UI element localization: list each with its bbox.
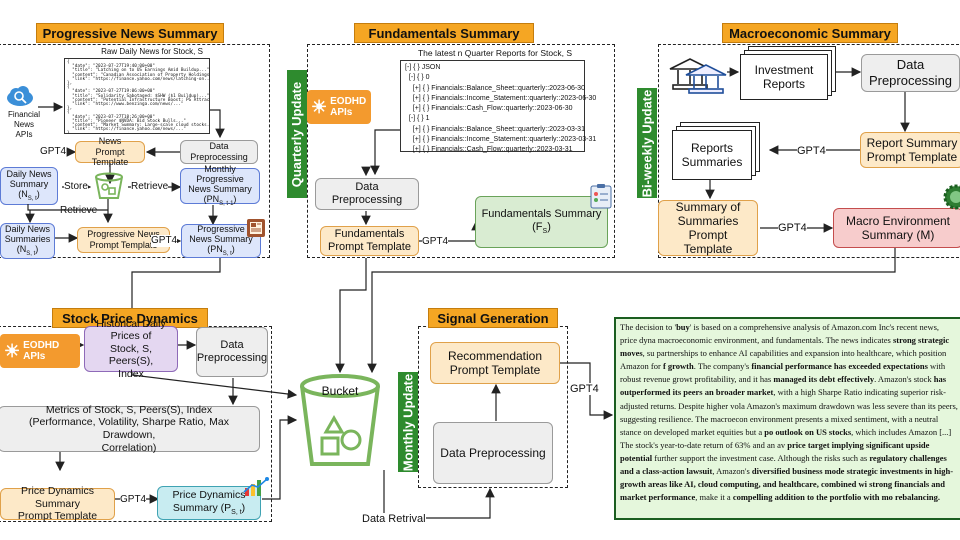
quarter-reports-json-tree: [-] { } JSON [-] { } 0 [+] { } Financial… <box>400 60 597 154</box>
macro-data-preprocessing: Data Preprocessing <box>861 54 960 92</box>
section-macro <box>658 44 960 258</box>
section-fundamentals <box>307 44 615 258</box>
monthly-update-label: Monthly Update <box>398 372 418 472</box>
bucket-storage-icon <box>296 372 384 470</box>
section-title-price: Stock Price Dynamics <box>52 308 208 328</box>
stock-metrics: Metrics of Stock, S, Peers(S), Index (Pe… <box>0 404 260 454</box>
gpt4-label-macro-a: GPT4 <box>797 145 826 157</box>
news-json-line: "title": "Solidarity Sabotaged: $SHW ($1… <box>67 93 210 99</box>
gpt4-label-price: GPT4 <box>120 494 147 506</box>
section-title-news: Progressive News Summary <box>36 23 224 43</box>
biweekly-update-label: Bi-weekly Update <box>637 88 657 198</box>
arrow-fund-to-bucket <box>335 258 367 374</box>
news-json-line: "link": "https://finance.yahoo.com/news/… <box>67 76 210 82</box>
news-json-line: { <box>67 110 70 116</box>
json-tree-node[interactable]: [+] { } Financials::Balance_Sheet::quart… <box>405 125 585 133</box>
retrieve-line <box>27 204 108 211</box>
recommendation-prompt-template: Recommendation Prompt Template <box>430 342 560 384</box>
news-json-line: { <box>67 85 70 91</box>
gpt4-label-progressive: GPT4 <box>151 235 178 247</box>
report-summary-prompt-template: Report Summary Prompt Template <box>860 132 960 168</box>
sun-logo-icon: ☀ <box>311 96 328 117</box>
json-tree-node[interactable]: [-] { } 1 <box>405 115 430 123</box>
section-title-macro: Macroeconomic Summary <box>722 23 898 43</box>
gpt4-label-fund: GPT4 <box>422 236 449 248</box>
report-doc-icon <box>590 183 612 209</box>
quarterly-update-label: Quarterly Update <box>287 70 307 198</box>
arrow-bucket-data-retrival <box>383 470 495 519</box>
json-tree-node[interactable]: [+] { } Financials::Income_Statement::qu… <box>405 94 597 102</box>
price-dynamics-summary: Price Dynamics Summary (PS, t) <box>157 486 261 520</box>
json-tree-node[interactable]: [-] { } JSON <box>405 64 441 71</box>
news-json-line: }, <box>67 106 73 112</box>
section-title-fundamentals: Fundamentals Summary <box>354 23 534 43</box>
gpt4-label-macro-b: GPT4 <box>778 222 807 234</box>
macro-environment-summary: Macro Environment Summary (M) <box>833 208 960 248</box>
news-json-line: "content": "Canadian Association of Prop… <box>67 72 210 78</box>
raw-news-title: Raw Daily News for Stock, S <box>101 47 203 56</box>
price-data-preprocessing: Data Preprocessing <box>196 327 268 377</box>
bank-building-icon <box>668 55 728 95</box>
json-tree-node[interactable]: [+] { } Financials::Cash_Flow::quarterly… <box>405 105 573 113</box>
news-json-line: "link": "https://finance.yahoo.com/news/… <box>67 127 186 133</box>
reports-summaries: Reports Summaries <box>672 130 752 180</box>
price-chart-icon <box>242 476 270 498</box>
fundamentals-summary: Fundamentals Summary (FS) <box>475 196 608 248</box>
news-json-line: "content": "Potential Infrastructure Boo… <box>72 97 210 103</box>
news-json-line: "date": "2023-07-27T18:26:00+00" <box>67 114 155 120</box>
newspaper-icon <box>247 219 265 237</box>
retrieve-label-1: Retrieve <box>131 181 169 193</box>
arrow-macro-to-bucket <box>367 246 896 374</box>
investment-reports: Investment Reports <box>740 54 828 100</box>
section-title-signal: Signal Generation <box>428 308 558 328</box>
eodhd-api-badge-price: ☀EODHD APIs <box>0 334 80 368</box>
signal-data-preprocessing: Data Preprocessing <box>433 422 553 484</box>
json-tree-node[interactable]: [-] { } 0 <box>405 74 430 82</box>
news-json-line: } <box>67 131 70 134</box>
json-tree-node[interactable]: [+] { } Financials::Cash_Flow::quarterly… <box>405 146 573 154</box>
news-json-line: { <box>67 60 70 65</box>
news-json-line: "title": "Pioneer $NVDA: Bid Stock Bulls… <box>67 118 186 124</box>
arrow-news-to-bucket <box>131 258 298 399</box>
bucket-label: Bucket <box>321 384 359 398</box>
news-json-line: "date": "2023-07-27T19:40:00+00" <box>67 64 155 70</box>
news-api-label: Financial News APIs <box>7 110 40 139</box>
fund-data-preprocessing: Data Preprocessing <box>315 178 419 210</box>
fundamentals-prompt-template: Fundamentals Prompt Template <box>320 226 419 256</box>
news-json-line: "title": "Latching on to US Earnings Ami… <box>67 68 210 74</box>
daily-news-summaries: Daily News Summaries (NS, t) <box>0 223 55 259</box>
bucket-small-icon <box>93 172 125 200</box>
store-label: Store <box>64 181 88 193</box>
daily-news-summary: Daily News Summary (NS, t) <box>0 167 58 205</box>
gpt4-label-news: GPT4 <box>40 146 67 158</box>
arrow-raw-to-preprocess <box>210 109 225 139</box>
historical-daily-prices: Historical Daily Prices of Stock, S, Pee… <box>84 318 178 380</box>
raw-news-json: { "date": "2023-07-27T19:40:00+00" "titl… <box>64 58 210 134</box>
news-json-line: }, <box>67 81 73 87</box>
data-retrival-label: Data Retrival <box>362 513 426 525</box>
summary-of-summaries-prompt-template: Summary of Summaries Prompt Template <box>658 200 758 256</box>
news-json-line: "link": "https://www.benzinga.com/news/.… <box>67 102 184 108</box>
monthly-progressive-news-summary: Monthly Progressive News Summary (PNS, t… <box>180 164 260 206</box>
news-json-line: "date": "2023-07-27T19:06:00+00" <box>67 89 155 95</box>
json-tree-node[interactable]: [+] { } Financials::Income_Statement::qu… <box>405 136 597 144</box>
news-data-preprocessing: Data Preprocessing <box>180 140 258 164</box>
arrow-json-to-preprocess <box>370 129 400 176</box>
cloud-search-icon <box>6 85 34 107</box>
news-prompt-template: News Prompt Template <box>75 136 145 167</box>
section-progressive-news <box>0 44 270 258</box>
recommendation-output-text: The decision to 'buy' is based on a comp… <box>614 317 960 520</box>
eodhd-api-badge-fund: ☀EODHD APIs <box>307 90 371 124</box>
gpt4-label-signal: GPT4 <box>570 383 599 395</box>
globe-gear-icon <box>942 184 960 210</box>
news-json-line: "content": "Market Summary: Large-scale … <box>67 123 210 129</box>
json-tree-node[interactable]: [+] { } Financials::Balance_Sheet::quart… <box>405 84 585 92</box>
quarter-reports-title: The latest n Quarter Reports for Stock, … <box>417 48 572 58</box>
price-dynamics-prompt-template: Price Dynamics Summary Prompt Template <box>0 485 115 522</box>
sun-logo-icon-2: ☀ <box>4 340 21 361</box>
